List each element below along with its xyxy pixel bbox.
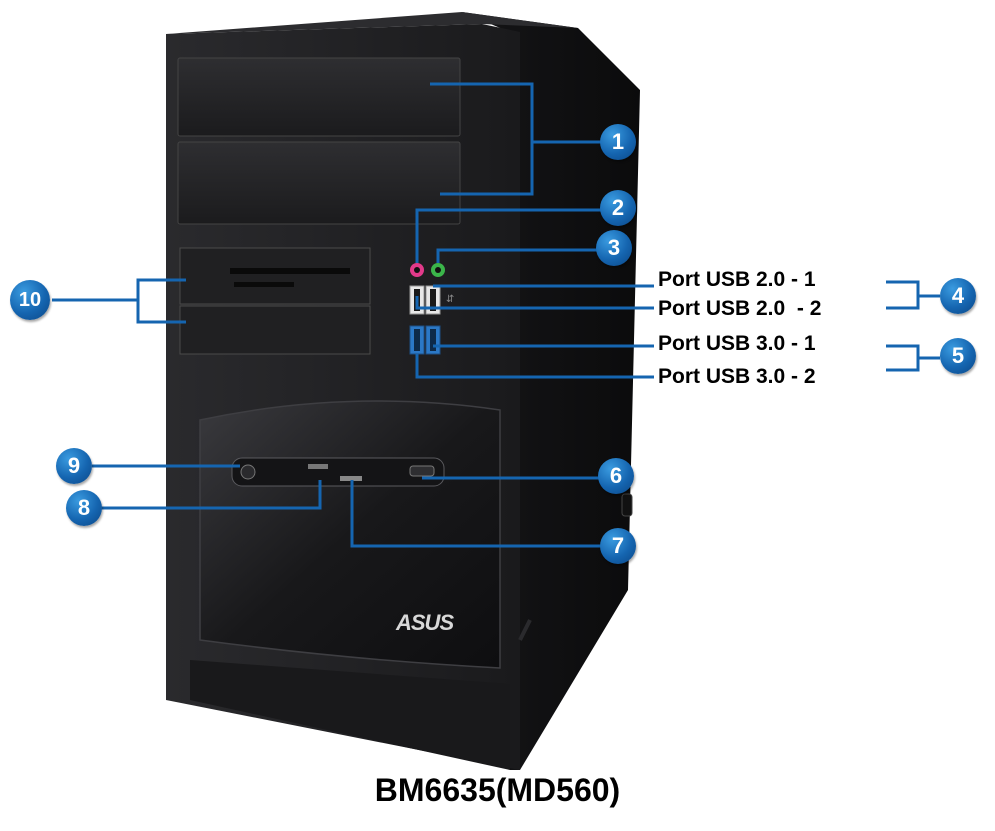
- label-usb30-1: Port USB 3.0 - 1: [658, 332, 816, 355]
- side-lock: [621, 493, 633, 517]
- label-usb20-2: Port USB 2.0 - 2: [658, 297, 822, 320]
- model-caption: BM6635(MD560): [374, 772, 621, 808]
- callout-2: 2: [600, 190, 636, 226]
- leader-usb20-2: [415, 296, 654, 310]
- callout-5: 5: [940, 338, 976, 374]
- front-door: [199, 400, 501, 669]
- leader-usb30-2: [415, 354, 654, 379]
- callout-6: 6: [598, 458, 634, 494]
- usb-icon: ⇵: [446, 294, 454, 305]
- optical-bay-1: [177, 57, 461, 137]
- callout-4: 4: [940, 278, 976, 314]
- control-strip: [231, 457, 445, 487]
- card-reader-bay: [179, 247, 371, 305]
- callout-3: 3: [596, 230, 632, 266]
- asus-logo: ASUS: [396, 610, 454, 635]
- card-reader-slot: [230, 268, 350, 274]
- case-top: [166, 12, 578, 34]
- leader-2: [415, 208, 602, 263]
- callout-8: 8: [66, 490, 102, 526]
- leader-lines: [52, 82, 940, 548]
- floppy-bay: [179, 305, 371, 355]
- callout-7: 7: [600, 528, 636, 564]
- card-reader-slot-2: [234, 282, 294, 287]
- label-usb30-2: Port USB 3.0 - 2: [658, 365, 816, 388]
- hdd-led: [308, 464, 328, 469]
- power-button-icon: [240, 464, 256, 480]
- leader-7: [350, 480, 602, 548]
- reset-button: [340, 476, 362, 481]
- callout-9: 9: [56, 448, 92, 484]
- bracket-5: [886, 344, 920, 372]
- eject-button: [409, 465, 435, 477]
- callout-1: 1: [600, 124, 636, 160]
- optical-bay-2: [177, 141, 461, 225]
- leader-1: [430, 82, 534, 196]
- case-bottom: [190, 660, 510, 770]
- label-usb20-1: Port USB 2.0 - 1: [658, 268, 816, 291]
- bracket-4: [886, 280, 920, 310]
- callout-10: 10: [10, 280, 50, 320]
- leader-3: [436, 248, 598, 263]
- leader-8: [100, 480, 322, 510]
